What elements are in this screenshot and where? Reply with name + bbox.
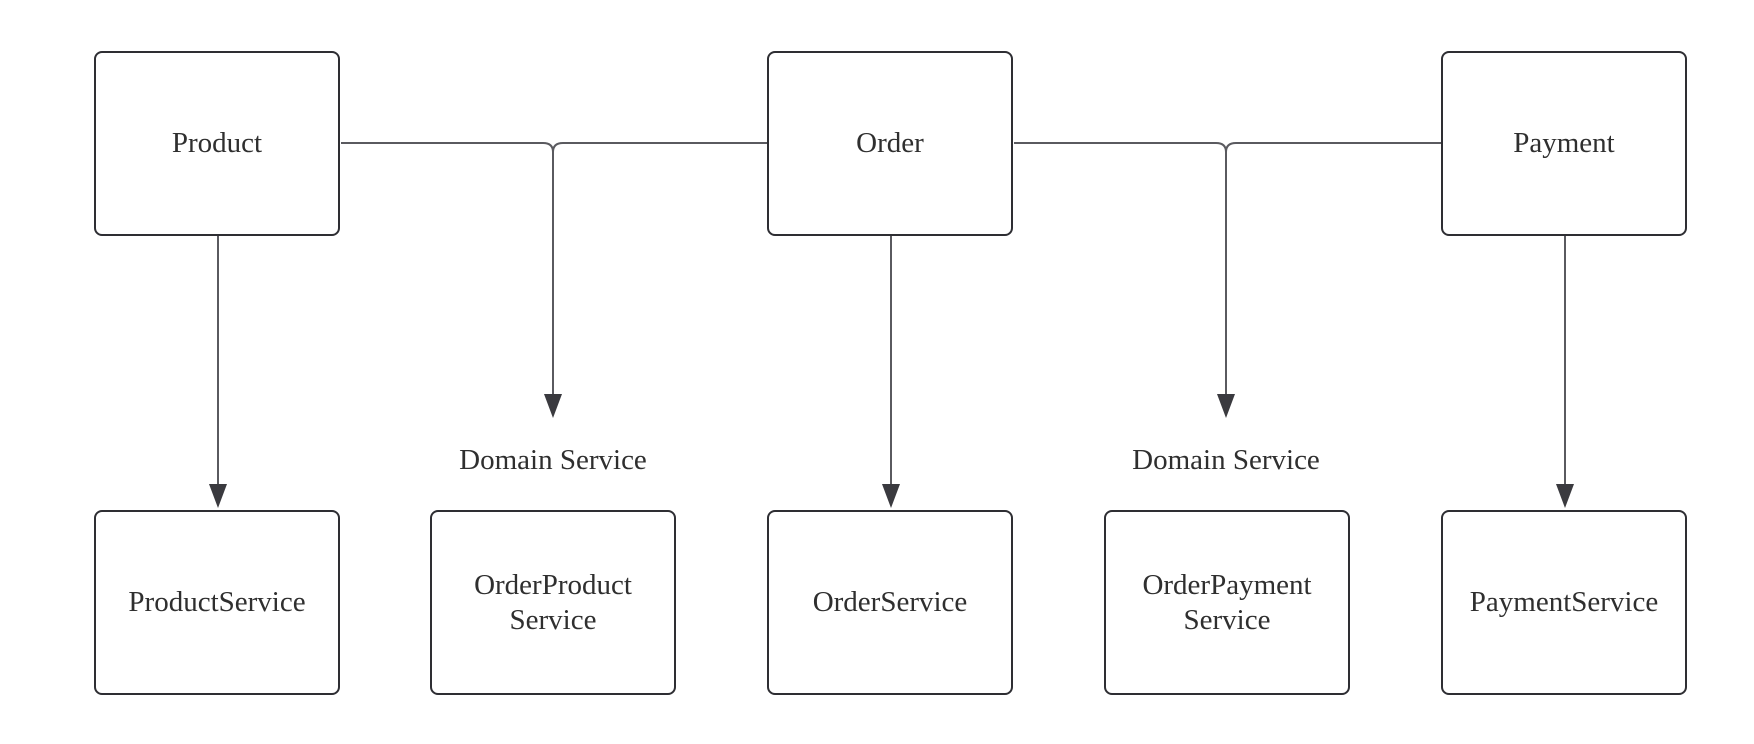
order-payment-service-box: OrderPayment Service [1104, 510, 1350, 695]
domain-service-label-left: Domain Service [459, 444, 647, 476]
order-entity-label: Order [856, 127, 924, 160]
product-service-box: ProductService [94, 510, 340, 695]
order-service-label: OrderService [812, 586, 968, 619]
order-service-box: OrderService [767, 510, 1013, 695]
order-payment-service-label: OrderPayment Service [1142, 568, 1312, 636]
arrowhead-order-service [882, 484, 900, 508]
domain-service-label-right: Domain Service [1132, 444, 1320, 476]
connector-product-order [341, 142, 769, 153]
payment-service-label: PaymentService [1469, 586, 1659, 619]
arrowhead-order-payment-domain-service [1217, 394, 1235, 418]
payment-entity-box: Payment [1441, 51, 1687, 236]
payment-entity-label: Payment [1513, 127, 1615, 160]
connector-order-payment [1014, 142, 1442, 153]
arrowhead-payment-service [1556, 484, 1574, 508]
product-service-label: ProductService [128, 586, 306, 619]
order-product-service-label: OrderProduct Service [474, 568, 632, 636]
product-entity-box: Product [94, 51, 340, 236]
arrowhead-order-product-domain-service [544, 394, 562, 418]
order-product-service-box: OrderProduct Service [430, 510, 676, 695]
arrowhead-product-service [209, 484, 227, 508]
product-entity-label: Product [171, 127, 263, 160]
order-entity-box: Order [767, 51, 1013, 236]
payment-service-box: PaymentService [1441, 510, 1687, 695]
